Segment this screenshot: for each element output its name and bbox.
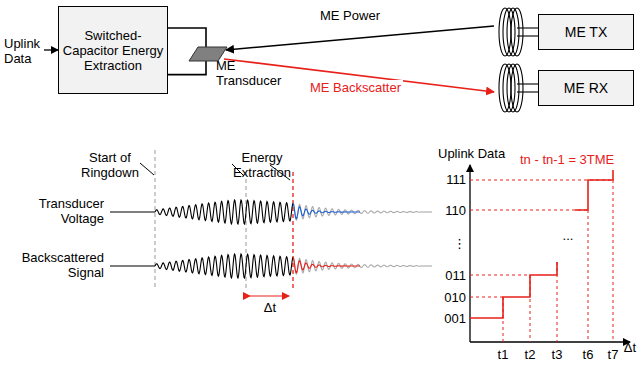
edge-label: ME Backscatter <box>308 80 403 95</box>
coil-turn <box>511 8 523 56</box>
baseline <box>110 211 155 212</box>
y-axis <box>469 165 470 342</box>
waveform-trace <box>155 254 293 278</box>
axis-tick: t6 <box>578 347 598 362</box>
annotation: Δt <box>258 300 282 315</box>
step-plot <box>470 170 613 318</box>
annotation: Backscattered Signal <box>4 250 104 280</box>
waveform <box>110 200 432 278</box>
annotation: Energy Extraction <box>222 150 302 180</box>
annotation: Start of Ringdown <box>60 150 160 180</box>
annotation: tn - tn-1 = 3TME <box>520 152 638 167</box>
edge-label: ME Power <box>318 8 382 23</box>
box-label: Switched-Capacitor Energy Extraction <box>59 28 167 73</box>
guide-line <box>155 150 156 290</box>
x-axis <box>470 341 630 342</box>
box-label: ME RX <box>564 81 608 96</box>
annotation: Uplink Data <box>4 36 48 66</box>
axis-tick: t2 <box>520 347 540 362</box>
axis-tick: t1 <box>493 347 513 362</box>
annotation: Transducer Voltage <box>4 196 104 226</box>
process-box: Switched-Capacitor Energy Extraction <box>58 6 168 94</box>
coil-lead <box>517 35 538 36</box>
input-arrow <box>44 49 58 50</box>
box-label: ME TX <box>565 25 608 40</box>
process-box: ME RX <box>538 70 634 106</box>
axis-tick: ⋮ <box>438 236 466 251</box>
delta-arrow <box>250 295 289 296</box>
leader-line <box>140 163 154 175</box>
waveform-trace <box>293 203 360 219</box>
process-box: ME TX <box>538 14 634 50</box>
coil-lead <box>517 27 538 28</box>
baseline <box>110 265 155 266</box>
transducer-label: ME Transducer <box>216 58 276 88</box>
axis-tick: 011 <box>438 268 466 283</box>
transducer: ME Transducer <box>186 44 276 90</box>
coil-lead <box>517 83 538 84</box>
axis-tick: 110 <box>438 203 466 218</box>
waveform-trace <box>155 200 293 224</box>
axis-tick: t7 <box>603 347 623 362</box>
axis-tick: t3 <box>547 347 567 362</box>
connector <box>226 26 494 50</box>
waveform-trace <box>293 257 420 274</box>
axis-tick: 111 <box>438 172 466 187</box>
axis-tick: 010 <box>438 290 466 305</box>
coil-antenna <box>499 8 538 112</box>
coil-turn <box>511 64 523 112</box>
annotation: Δt <box>620 340 640 355</box>
axis-tick: 001 <box>438 311 466 326</box>
baseline <box>420 211 432 212</box>
axis-tick: ... <box>558 228 578 243</box>
baseline <box>420 265 432 266</box>
coil-lead <box>517 91 538 92</box>
waveform-trace <box>293 203 420 220</box>
extraction-line <box>292 172 293 290</box>
waveform-trace <box>293 257 360 273</box>
